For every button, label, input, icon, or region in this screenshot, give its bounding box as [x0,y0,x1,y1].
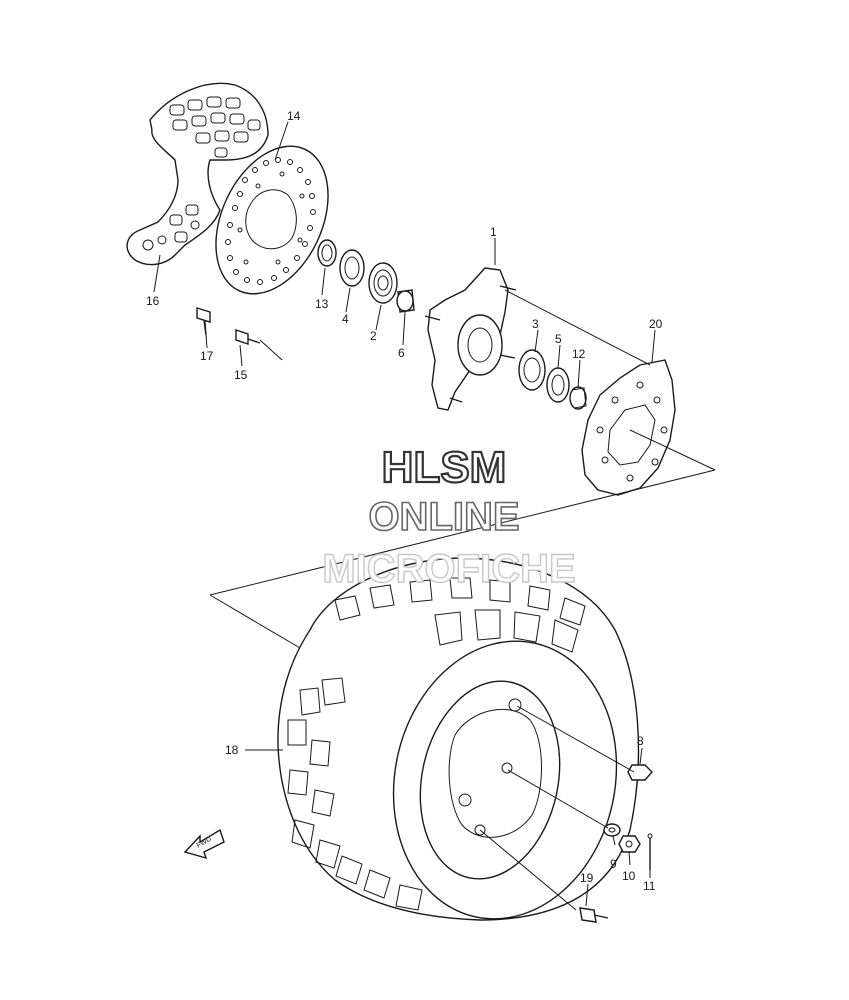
bolt-15[interactable] [235,329,261,345]
callout-6: 6 [398,346,405,360]
callout-12: 12 [572,347,586,361]
callout-18: 18 [225,743,239,757]
callout-5: 5 [555,332,562,346]
brake-shield[interactable] [126,82,269,266]
watermark-line-1: HLSM [382,443,507,492]
spacer-6[interactable] [396,289,415,313]
seal-5[interactable] [546,367,570,403]
wheel-hub[interactable] [424,267,517,411]
watermark-line-3: MICROFICHE [322,547,575,591]
callout-1: 1 [490,225,497,239]
callout-13: 13 [315,297,329,311]
seal-13[interactable] [317,239,337,267]
callout-11: 11 [643,879,656,893]
callout-17: 17 [200,349,214,363]
arrow-icon [183,828,225,860]
wheel-rim[interactable] [403,668,578,892]
bearing-3[interactable] [518,349,546,391]
nut-8[interactable] [627,764,653,781]
callout-16: 16 [146,294,160,308]
washer-9[interactable] [603,823,621,837]
callout-10: 10 [622,869,636,883]
callout-19: 19 [580,871,594,885]
callout-3: 3 [532,317,539,331]
hub-plate[interactable] [581,359,676,496]
assembly-lines [209,289,716,649]
watermark-line-2: ONLINE [368,495,519,539]
callout-14: 14 [287,109,301,123]
fwd-direction-arrow: FWD [183,828,225,860]
watermark: HLSM ONLINE MICROFICHE [322,442,577,592]
seal-4[interactable] [339,249,365,287]
callouts: 14 1 20 3 5 12 13 4 2 6 16 17 15 18 8 9 … [146,109,663,893]
bearing-2[interactable] [368,262,398,304]
cotter-pin-11[interactable] [647,833,653,870]
callout-15: 15 [234,368,248,382]
brake-disc[interactable] [194,128,351,312]
bolt-17[interactable] [196,307,211,336]
leader-lines [153,121,656,911]
callout-20: 20 [649,317,663,331]
castle-nut-10[interactable] [618,835,641,853]
collar-12[interactable] [569,386,587,410]
callout-4: 4 [342,312,349,326]
callout-8: 8 [637,734,644,748]
callout-2: 2 [370,329,377,343]
valve-19[interactable] [579,907,609,923]
callout-9: 9 [610,857,617,871]
